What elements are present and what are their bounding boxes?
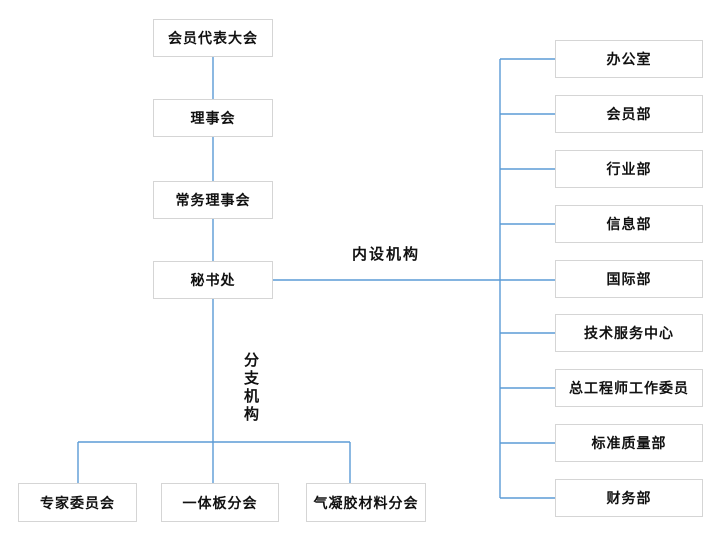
branch-organs-label: 分支机构 (242, 352, 259, 424)
node-standing-council: 常务理事会 (153, 181, 273, 219)
node-expert-committee: 专家委员会 (18, 483, 137, 522)
node-information-dept: 信息部 (555, 205, 703, 243)
node-tech-service-center: 技术服务中心 (555, 314, 703, 352)
connector-path (77, 57, 555, 499)
node-council: 理事会 (153, 99, 273, 137)
node-secretariat: 秘书处 (153, 261, 273, 299)
internal-organs-label: 内设机构 (352, 246, 421, 263)
node-chief-engineer-committee: 总工程师工作委员 (555, 369, 703, 407)
node-general-assembly: 会员代表大会 (153, 19, 273, 57)
node-finance-dept: 财务部 (555, 479, 703, 517)
node-integrated-panel-branch: 一体板分会 (161, 483, 279, 522)
node-standards-quality-dept: 标准质量部 (555, 424, 703, 462)
node-industry-dept: 行业部 (555, 150, 703, 188)
node-membership-dept: 会员部 (555, 95, 703, 133)
node-aerogel-materials-branch: 气凝胶材料分会 (306, 483, 426, 522)
node-office: 办公室 (555, 40, 703, 78)
node-international-dept: 国际部 (555, 260, 703, 298)
